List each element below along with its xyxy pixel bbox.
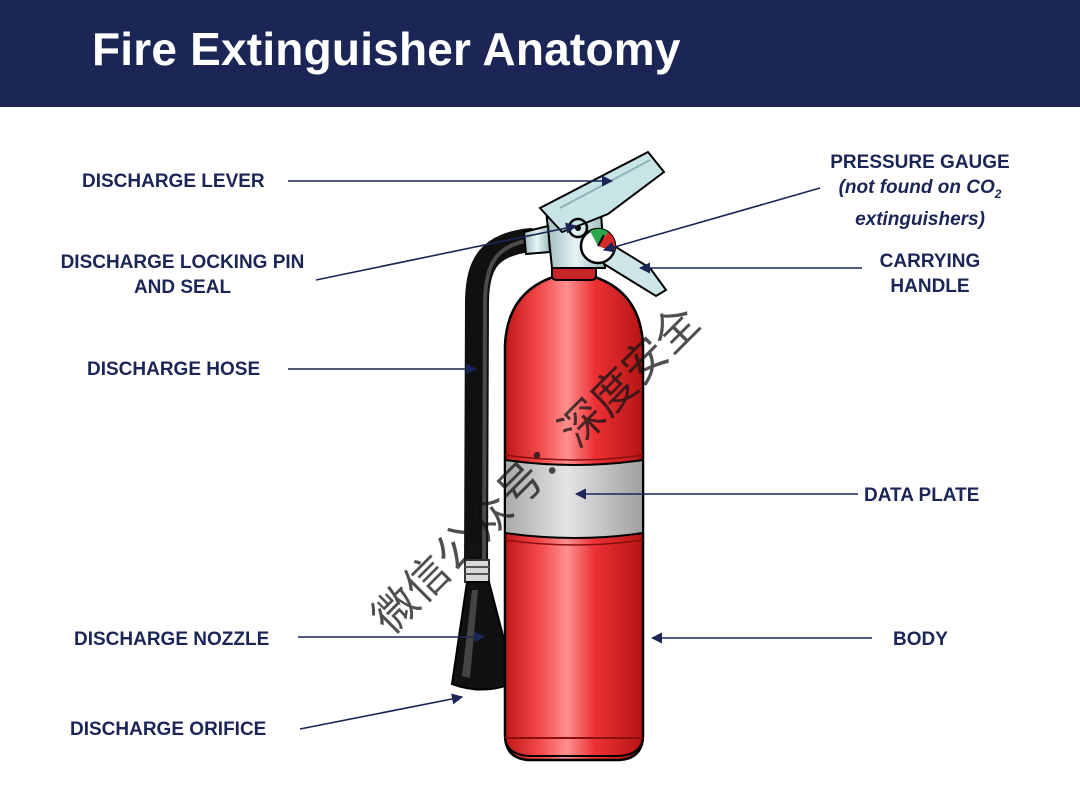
leader-locking-pin bbox=[315, 222, 578, 281]
label-data-plate: DATA PLATE bbox=[864, 485, 980, 506]
label-discharge-orifice: DISCHARGE ORIFICE bbox=[70, 719, 267, 740]
data-plate-band bbox=[504, 458, 644, 539]
label-locking-pin-line1: DISCHARGE LOCKING PIN bbox=[60, 252, 305, 273]
label-co2-subscript: 2 bbox=[994, 186, 1002, 201]
page-title: Fire Extinguisher Anatomy bbox=[92, 23, 681, 75]
label-carrying-handle-line1: CARRYING bbox=[879, 251, 981, 272]
label-discharge-lever: DISCHARGE LEVER bbox=[82, 171, 265, 192]
leader-discharge-orifice bbox=[299, 693, 464, 730]
discharge-lever bbox=[538, 150, 666, 234]
label-pressure-gauge-note: (not found on CO bbox=[838, 177, 995, 198]
title-banner: Fire Extinguisher Anatomy bbox=[0, 0, 1080, 107]
label-pressure-gauge-note-line2: extinguishers) bbox=[855, 208, 985, 230]
label-body: BODY bbox=[893, 629, 948, 650]
leader-pressure-gauge bbox=[602, 187, 821, 253]
label-locking-pin-line2: AND SEAL bbox=[133, 277, 232, 298]
label-discharge-locking-pin: DISCHARGE LOCKING PIN AND SEAL bbox=[40, 250, 325, 300]
label-pressure-gauge: PRESSURE GAUGE (not found on CO2 extingu… bbox=[800, 150, 1040, 232]
label-discharge-nozzle: DISCHARGE NOZZLE bbox=[74, 629, 270, 650]
label-discharge-hose: DISCHARGE HOSE bbox=[87, 359, 261, 380]
label-carrying-handle-line2: HANDLE bbox=[890, 276, 970, 297]
label-pressure-gauge-title: PRESSURE GAUGE bbox=[830, 152, 1010, 173]
label-carrying-handle: CARRYING HANDLE bbox=[860, 249, 1000, 299]
